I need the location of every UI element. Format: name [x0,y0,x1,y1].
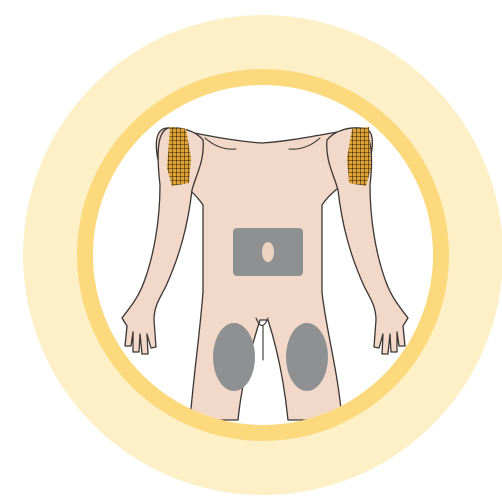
right-thigh-injection-site [213,323,255,391]
left-thigh-injection-site [286,323,328,391]
navel [262,242,274,262]
